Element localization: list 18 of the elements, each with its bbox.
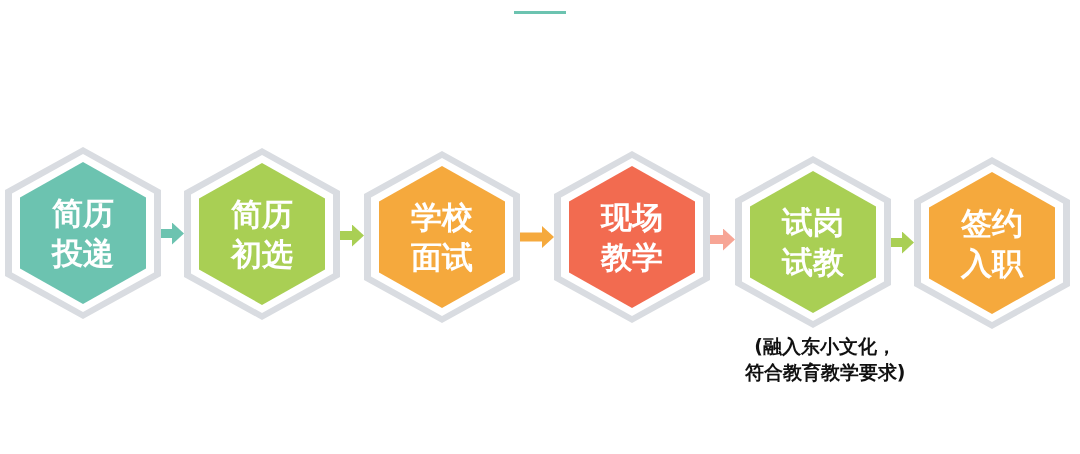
arrow: [161, 222, 184, 245]
arrow: [891, 231, 914, 254]
step-label: 签约入职: [959, 203, 1025, 283]
step-label: 学校面试: [410, 197, 474, 277]
hexagon-step: [914, 157, 1070, 329]
step-label: 简历初选: [229, 194, 294, 274]
step-label: 现场教学: [599, 197, 664, 277]
step-label: 简历投递: [50, 193, 115, 273]
step-label: 试岗试教: [780, 202, 845, 282]
arrow: [340, 224, 364, 247]
hexagon-step: [554, 151, 710, 323]
arrow: [710, 228, 735, 251]
hexagon-step: [5, 147, 161, 319]
hexagon-step: [735, 156, 891, 328]
arrow: [520, 226, 554, 248]
hexagon-step: [184, 148, 340, 320]
note-text: (融入东小文化，符合教育教学要求): [743, 334, 907, 385]
hexagon-step: [364, 151, 520, 323]
